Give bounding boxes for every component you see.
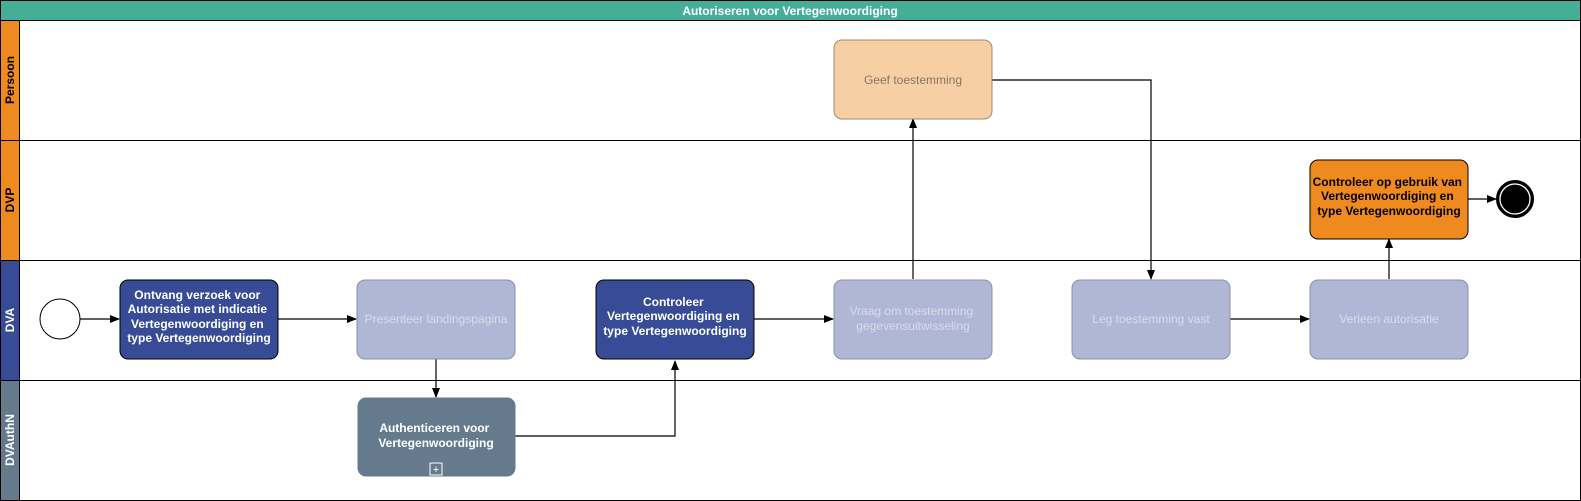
- lane-label: DVAuthN: [3, 414, 17, 466]
- end-event[interactable]: [1496, 180, 1534, 218]
- lane-label: DVP: [3, 188, 17, 213]
- subprocess-expand-icon: [429, 462, 443, 476]
- svg-text:Geef toestemming: Geef toestemming: [864, 73, 962, 87]
- lane-label: Persoon: [3, 56, 17, 104]
- task-leg-toestemming-vast[interactable]: Leg toestemming vast: [1071, 279, 1231, 360]
- lane-persoon: Persoon: [0, 20, 1581, 141]
- svg-text:Ontvang verzoek voor Aut: Ontvang verzoek voor Autorisatie met ind…: [127, 288, 270, 345]
- svg-text:Authenticeren voor Verte: Authenticeren voor Vertegenwoordiging: [378, 421, 493, 450]
- svg-text:Vraag om toestemming geg: Vraag om toestemming gegevensuitwisselin…: [850, 304, 977, 333]
- svg-text:Presenteer landingspagina: Presenteer landingspagina: [365, 312, 508, 326]
- svg-text:+: +: [433, 464, 439, 476]
- svg-text:Leg toestemming vast: Leg toestemming vast: [1092, 312, 1210, 326]
- sequence-flows: [80, 79, 1497, 437]
- start-event[interactable]: [39, 298, 81, 340]
- lane-dvauthn: DVAuthN: [0, 380, 1581, 501]
- lane-label: DVA: [3, 307, 17, 332]
- task-controleer-op-gebruik[interactable]: Controleer op gebruik van Vertegenwoordi…: [1309, 159, 1469, 240]
- task-ontvang-verzoek[interactable]: Ontvang verzoek voor Autorisatie met ind…: [119, 279, 279, 360]
- svg-text:Controleer op gebruik van: Controleer op gebruik van Vertegenwoordi…: [1313, 175, 1466, 218]
- svg-text:Controleer Vertegenwoord: Controleer Vertegenwoordiging en type Ve…: [603, 295, 746, 338]
- pool-title: Autoriseren voor Vertegenwoordiging: [682, 4, 897, 18]
- task-vraag-om-toestemming[interactable]: Vraag om toestemming gegevensuitwisselin…: [833, 279, 993, 360]
- subprocess-authenticeren[interactable]: Authenticeren voor Vertegenwoordiging +: [357, 397, 516, 477]
- task-geef-toestemming[interactable]: Geef toestemming: [833, 39, 993, 120]
- svg-text:Verleen autorisatie: Verleen autorisatie: [1339, 312, 1439, 326]
- task-presenteer-landingspagina[interactable]: Presenteer landingspagina: [356, 279, 516, 360]
- task-controleer-vertegenwoordiging[interactable]: Controleer Vertegenwoordiging en type Ve…: [595, 279, 755, 360]
- task-verleen-autorisatie[interactable]: Verleen autorisatie: [1309, 279, 1469, 360]
